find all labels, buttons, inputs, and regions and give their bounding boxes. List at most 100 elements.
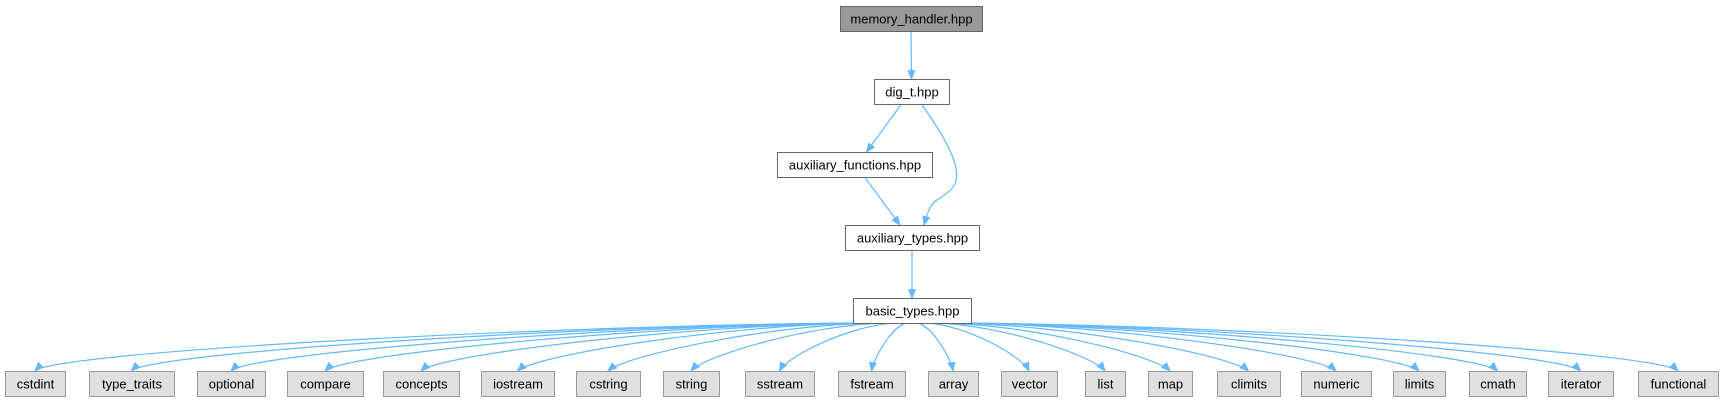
arrow-head [1326, 362, 1337, 372]
edge-basic-types-to-iostream [516, 322, 865, 372]
edge-basic-types-to-array [916, 322, 956, 373]
arrow-head [230, 361, 241, 372]
edge-line [690, 322, 886, 372]
node-label: cmath [1480, 377, 1515, 392]
edge-line [864, 176, 901, 226]
node-box [5, 371, 66, 397]
node-list: list [1085, 371, 1126, 397]
node-limits: limits [1393, 371, 1446, 397]
node-box [1217, 371, 1281, 397]
node-optional: optional [197, 371, 266, 397]
edge-basic-types-to-vector [926, 322, 1030, 373]
node-label: climits [1231, 377, 1268, 392]
node-label: array [939, 377, 969, 392]
node-type-traits: type_traits [89, 371, 175, 397]
edge-dig-t-to-auxiliary-functions [865, 103, 902, 154]
node-label: limits [1405, 377, 1435, 392]
node-label: cstdint [17, 377, 55, 392]
node-label: functional [1651, 377, 1707, 392]
arrow-head [865, 142, 875, 154]
edge-dig-t-to-auxiliary-types [921, 103, 958, 227]
edge-line [921, 103, 958, 226]
node-label: iterator [1561, 377, 1602, 392]
arrow-head [1096, 361, 1106, 373]
node-label: basic_types.hpp [866, 304, 960, 319]
node-box [928, 371, 979, 397]
node-label: auxiliary_functions.hpp [789, 158, 921, 173]
node-functional: functional [1638, 371, 1719, 397]
arrow-head [1160, 361, 1171, 372]
node-box [576, 371, 641, 397]
node-numeric: numeric [1301, 371, 1372, 397]
arrow-head [606, 362, 618, 372]
edge-line [420, 322, 863, 372]
node-box [197, 371, 266, 397]
edge-basic-types-to-list [935, 322, 1106, 373]
node-label: numeric [1313, 377, 1360, 392]
node-box [838, 371, 906, 397]
node-box [1393, 371, 1446, 397]
node-iterator: iterator [1548, 371, 1614, 397]
node-box [383, 371, 460, 397]
arrow-head [778, 361, 788, 373]
arrow-head [1488, 361, 1499, 372]
node-label: fstream [850, 377, 893, 392]
edge-basic-types-to-functional [961, 322, 1679, 372]
edge-line [916, 322, 954, 372]
node-dig-t[interactable]: dig_t.hpp [874, 79, 950, 105]
node-box [840, 6, 983, 32]
node-box [1148, 371, 1193, 397]
arrow-head [907, 289, 917, 300]
node-box [1085, 371, 1126, 397]
node-string: string [663, 371, 720, 397]
edges-layer [34, 30, 1679, 373]
arrow-head [690, 361, 700, 373]
node-memory-handler[interactable]: memory_handler.hpp [840, 6, 983, 32]
node-box [663, 371, 720, 397]
edge-line [607, 322, 876, 372]
edge-basic-types-to-fstream [868, 322, 908, 373]
node-label: auxiliary_types.hpp [857, 231, 968, 246]
nodes-layer: memory_handler.hpp dig_t.hpp auxiliary_fun… [5, 6, 1719, 397]
node-label: sstream [757, 377, 803, 392]
node-box [1001, 371, 1058, 397]
node-box [1301, 371, 1372, 397]
node-label: dig_t.hpp [885, 85, 939, 100]
edge-line [935, 322, 1106, 372]
node-box [1638, 371, 1719, 397]
node-label: vector [1012, 377, 1048, 392]
node-cstring: cstring [576, 371, 641, 397]
edge-basic-types-to-numeric [961, 322, 1337, 372]
node-auxiliary-functions[interactable]: auxiliary_functions.hpp [777, 152, 933, 178]
node-auxiliary-types[interactable]: auxiliary_types.hpp [845, 225, 980, 251]
edge-basic-types-to-sstream [778, 322, 897, 373]
edge-basic-types-to-cstring [606, 322, 876, 372]
node-box [853, 298, 972, 324]
edge-line [926, 322, 1030, 372]
node-map: map [1148, 371, 1193, 397]
edge-auxiliary-functions-to-auxiliary-types [864, 176, 901, 227]
edge-basic-types-to-string [690, 322, 886, 373]
arrow-head [1239, 362, 1250, 372]
arrow-head [324, 361, 335, 372]
edge-basic-types-to-climits [952, 322, 1250, 372]
node-box [1548, 371, 1614, 397]
node-box [287, 371, 364, 397]
arrow-head [34, 361, 44, 372]
edge-basic-types-to-concepts [420, 322, 863, 372]
edge-memory-handler-to-dig-t [907, 30, 916, 81]
arrow-head [420, 361, 431, 372]
edge-line [778, 322, 897, 372]
node-cmath: cmath [1469, 371, 1527, 397]
node-label: concepts [395, 377, 448, 392]
node-label: string [676, 377, 708, 392]
node-basic-types[interactable]: basic_types.hpp [853, 298, 972, 324]
edge-line [942, 322, 1171, 372]
edge-line [961, 322, 1337, 372]
edge-basic-types-to-iterator [961, 322, 1582, 372]
node-label: map [1158, 377, 1183, 392]
node-label: iostream [493, 377, 543, 392]
arrow-head [922, 215, 931, 227]
node-box [481, 371, 555, 397]
